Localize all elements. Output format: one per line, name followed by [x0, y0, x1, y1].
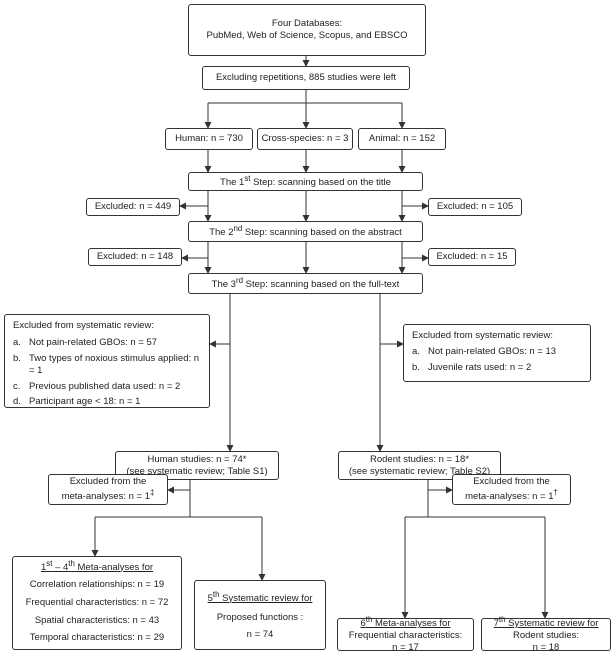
out4-line2: n = 18: [532, 642, 560, 654]
out1-title: 1st – 4th Meta-analyses for: [41, 559, 153, 574]
out1-row: Frequential characteristics: n = 72: [25, 596, 169, 608]
sys-review-excluded-right: Excluded from systematic review: a. Not p…: [403, 324, 591, 382]
animal-box: Animal: n = 152: [358, 128, 446, 150]
sys-review-excluded-left: Excluded from systematic review: a. Not p…: [4, 314, 210, 408]
meta-left-line2: meta-analyses: n = 1: [61, 491, 151, 503]
sys-right-item: a. Not pain-related GBOs: n = 13: [412, 346, 582, 358]
item-label: c.: [13, 380, 21, 392]
t: – 4: [52, 561, 69, 573]
item-text: Participant age < 18: n = 1: [29, 396, 141, 408]
meta-left-line1: Excluded from the: [69, 476, 147, 488]
step1-excluded-right: Excluded: n = 105: [428, 198, 522, 216]
s: th: [365, 615, 373, 625]
step1-post: Step: scanning based on the title: [250, 177, 391, 189]
t: Systematic review for: [505, 618, 599, 630]
out1-row: Spatial characteristics: n = 43: [34, 614, 160, 626]
step2-excluded-right: Excluded: n = 15: [428, 248, 516, 266]
t: Systematic review for: [219, 592, 313, 604]
s: th: [498, 615, 506, 625]
meta-excluded-left: Excluded from the meta-analyses: n = 1‡: [48, 474, 168, 505]
item-label: b.: [412, 361, 420, 373]
step3-sup: rd: [235, 275, 243, 285]
t: 1: [40, 561, 47, 573]
human-studies-box: Human studies: n = 74* (see systematic r…: [115, 451, 279, 480]
step2-post: Step: scanning based on the abstract: [242, 227, 402, 239]
t: 5: [207, 592, 213, 604]
databases-title: Four Databases:: [271, 18, 343, 30]
out1-row: Temporal characteristics: n = 29: [29, 632, 165, 644]
s: st: [46, 558, 53, 568]
systematic-review-5-box: 5th Systematic review for Proposed funct…: [194, 580, 326, 650]
t: Meta-analyses for: [372, 618, 451, 630]
step3-post: Step: scanning based on the full-text: [243, 279, 400, 291]
sys-right-item: b. Juvenile rats used: n = 2: [412, 362, 582, 374]
sys-left-item: c. Previous published data used: n = 2: [13, 381, 201, 393]
item-text: Two types of noxious stimulus applied: n…: [29, 352, 200, 376]
databases-box: Four Databases: PubMed, Web of Science, …: [188, 4, 426, 56]
t: Meta-analyses for: [74, 561, 154, 573]
item-text: Not pain-related GBOs: n = 57: [29, 336, 158, 348]
human-box: Human: n = 730: [165, 128, 253, 150]
item-label: d.: [13, 396, 21, 408]
human-studies-count: Human studies: n = 74*: [147, 453, 247, 465]
t: 7: [493, 618, 499, 630]
meta-right-line1: Excluded from the: [473, 476, 550, 488]
sys-left-item: a. Not pain-related GBOs: n = 57: [13, 337, 201, 349]
step2-sup: nd: [233, 223, 243, 233]
meta-analyses-6-box: 6th Meta-analyses for Frequential charac…: [337, 615, 474, 654]
step2-box: The 2nd Step: scanning based on the abst…: [188, 221, 423, 242]
item-text: Previous published data used: n = 2: [29, 380, 181, 392]
repetitions-box: Excluding repetitions, 885 studies were …: [202, 66, 410, 90]
item-text: Not pain-related GBOs: n = 13: [428, 345, 557, 357]
step3-box: The 3rd Step: scanning based on the full…: [188, 273, 423, 294]
cross-species-box: Cross-species: n = 3: [257, 128, 353, 150]
s: th: [212, 589, 220, 599]
out3-title: 6th Meta-analyses for: [360, 615, 450, 630]
item-label: a.: [13, 336, 21, 348]
sys-right-title: Excluded from systematic review:: [412, 330, 553, 341]
step1-box: The 1st Step: scanning based on the titl…: [188, 172, 423, 191]
out4-line1: Rodent studies:: [512, 630, 579, 642]
step2-excluded-left: Excluded: n = 148: [88, 248, 182, 266]
step1-sup: st: [244, 173, 251, 183]
meta-analyses-1-4-box: 1st – 4th Meta-analyses for Correlation …: [12, 556, 182, 650]
meta-right-line2: meta-analyses: n = 1: [465, 491, 554, 503]
step2-pre: The 2: [209, 227, 234, 239]
out1-row: Correlation relationships: n = 19: [29, 578, 165, 590]
human-studies-ref: (see systematic review; Table S1): [126, 465, 268, 477]
meta-excluded-right: Excluded from the meta-analyses: n = 1†: [452, 474, 571, 505]
step3-pre: The 3: [211, 279, 236, 291]
meta-left-sup: ‡: [150, 487, 155, 497]
step1-excluded-left: Excluded: n = 449: [86, 198, 180, 216]
s: th: [68, 558, 75, 568]
sys-left-item: d. Participant age < 18: n = 1: [13, 396, 201, 408]
item-label: b.: [13, 352, 21, 364]
item-label: a.: [412, 345, 420, 357]
databases-list: PubMed, Web of Science, Scopus, and EBSC…: [206, 30, 408, 41]
out2-line1: Proposed functions :: [216, 611, 304, 623]
rodent-studies-count: Rodent studies: n = 18*: [369, 453, 470, 465]
out3-line1: Frequential characteristics:: [348, 630, 463, 642]
rodent-studies-ref: (see systematic review; Table S2): [348, 465, 491, 477]
meta-right-sup: †: [553, 487, 558, 497]
out2-title: 5th Systematic review for: [208, 590, 313, 605]
item-text: Juvenile rats used: n = 2: [428, 361, 532, 373]
t: 6: [360, 618, 366, 630]
sys-left-item: b. Two types of noxious stimulus applied:…: [13, 353, 201, 377]
out4-title: 7th Systematic review for: [494, 615, 599, 630]
step1-pre: The 1: [220, 177, 245, 189]
sys-left-title: Excluded from systematic review:: [13, 320, 154, 331]
out3-line2: n = 17: [392, 642, 419, 654]
systematic-review-7-box: 7th Systematic review for Rodent studies…: [481, 615, 611, 654]
out2-line2: n = 74: [246, 628, 274, 640]
